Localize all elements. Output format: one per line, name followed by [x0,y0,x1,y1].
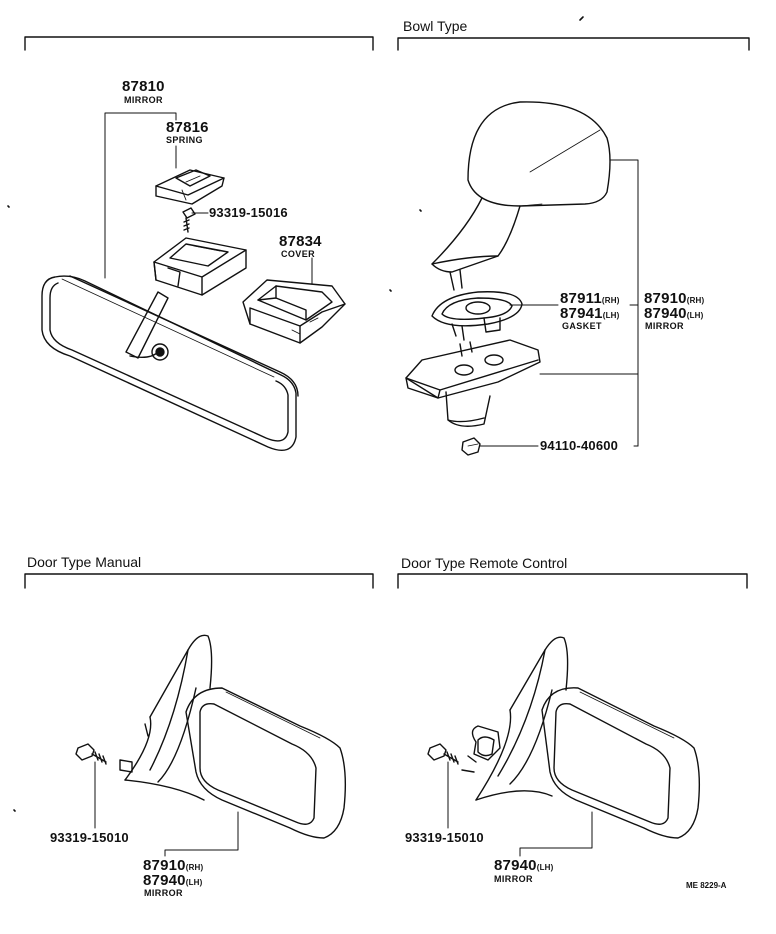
door-remote-screw [427,743,459,765]
door-manual-leader-lines [94,761,239,857]
inner-screw-part-number: 93319-15016 [209,205,288,220]
section-title-door-manual: Door Type Manual [27,554,142,570]
door-manual-mirror-rh-side: (RH) [185,863,204,872]
inner-mirror-mount-base [153,237,247,296]
inner-mirror-cover-part [242,279,346,344]
door-manual-mirror-rh-part-number: 87910 [143,857,186,874]
diagram-code: ME 8229-A [686,881,727,890]
bowl-gasket-rh-side: (RH) [601,296,620,305]
door-manual-mirror-lh-side: (LH) [185,878,203,887]
bowl-leader-lines [479,159,639,447]
inner-mirror-spring-part [155,169,225,205]
bowl-gasket-lh-part-number: 87941 [560,305,603,322]
door-manual-screw-part-number: 93319-15010 [50,830,129,845]
bowl-gasket-lh-side: (LH) [602,311,620,320]
bowl-mirror-rh-part-number: 87910 [644,290,687,307]
inner-mirror-stay [125,291,169,361]
section-title-bowl: Bowl Type [403,18,468,34]
spring-label: SPRING [166,135,203,145]
bowl-mirror-rh: 87910(RH) [644,290,704,307]
bowl-nut-part-number: 94110-40600 [540,438,619,453]
cover-label: COVER [281,249,316,259]
door-manual-screw [75,743,107,765]
bowl-mirror-gasket [431,291,523,341]
inner-mirror-part-number: 87810 [122,78,165,95]
door-remote-screw-part-number: 93319-15010 [405,830,484,845]
bowl-mirror-lh-side: (LH) [686,311,704,320]
door-manual-mirror-label: MIRROR [144,888,183,898]
bowl-mirror-head [467,101,611,207]
bowl-mirror-nut [461,437,481,456]
bowl-mirror-lh: 87940(LH) [644,305,704,322]
door-remote-mirror [461,636,701,839]
door-remote-mirror-lh-part-number: 87940 [494,857,537,874]
section-title-door-remote: Door Type Remote Control [401,555,568,571]
inner-mirror-screw [182,207,196,233]
door-manual-mirror-lh: 87940(LH) [143,872,203,889]
bowl-gasket-rh: 87911(RH) [560,290,620,307]
inner-mirror-label: MIRROR [124,95,163,105]
bowl-mirror-lh-part-number: 87940 [644,305,687,322]
bowl-gasket-lh: 87941(LH) [560,305,620,322]
inner-mirror-body [41,275,299,451]
scan-specks [7,16,584,812]
door-manual-mirror-lh-part-number: 87940 [143,872,186,889]
bowl-mirror-rh-side: (RH) [686,296,705,305]
inner-mirror-leader-lines [104,112,313,285]
door-remote-mirror-lh-side: (LH) [536,863,554,872]
door-manual-mirror-rh: 87910(RH) [143,857,203,874]
bowl-gasket-label: GASKET [562,321,602,331]
door-manual-mirror [119,634,347,839]
bowl-mirror-arm [431,197,521,291]
bowl-gasket-rh-part-number: 87911 [560,290,602,307]
section-brackets [24,36,750,589]
spring-part-number: 87816 [166,119,209,136]
bowl-mirror-base-plate [405,339,541,427]
door-remote-mirror-lh: 87940(LH) [494,857,554,874]
bowl-mirror-label: MIRROR [645,321,684,331]
door-remote-mirror-label: MIRROR [494,874,533,884]
door-remote-leader-lines [447,761,593,857]
cover-part-number: 87834 [279,233,322,250]
